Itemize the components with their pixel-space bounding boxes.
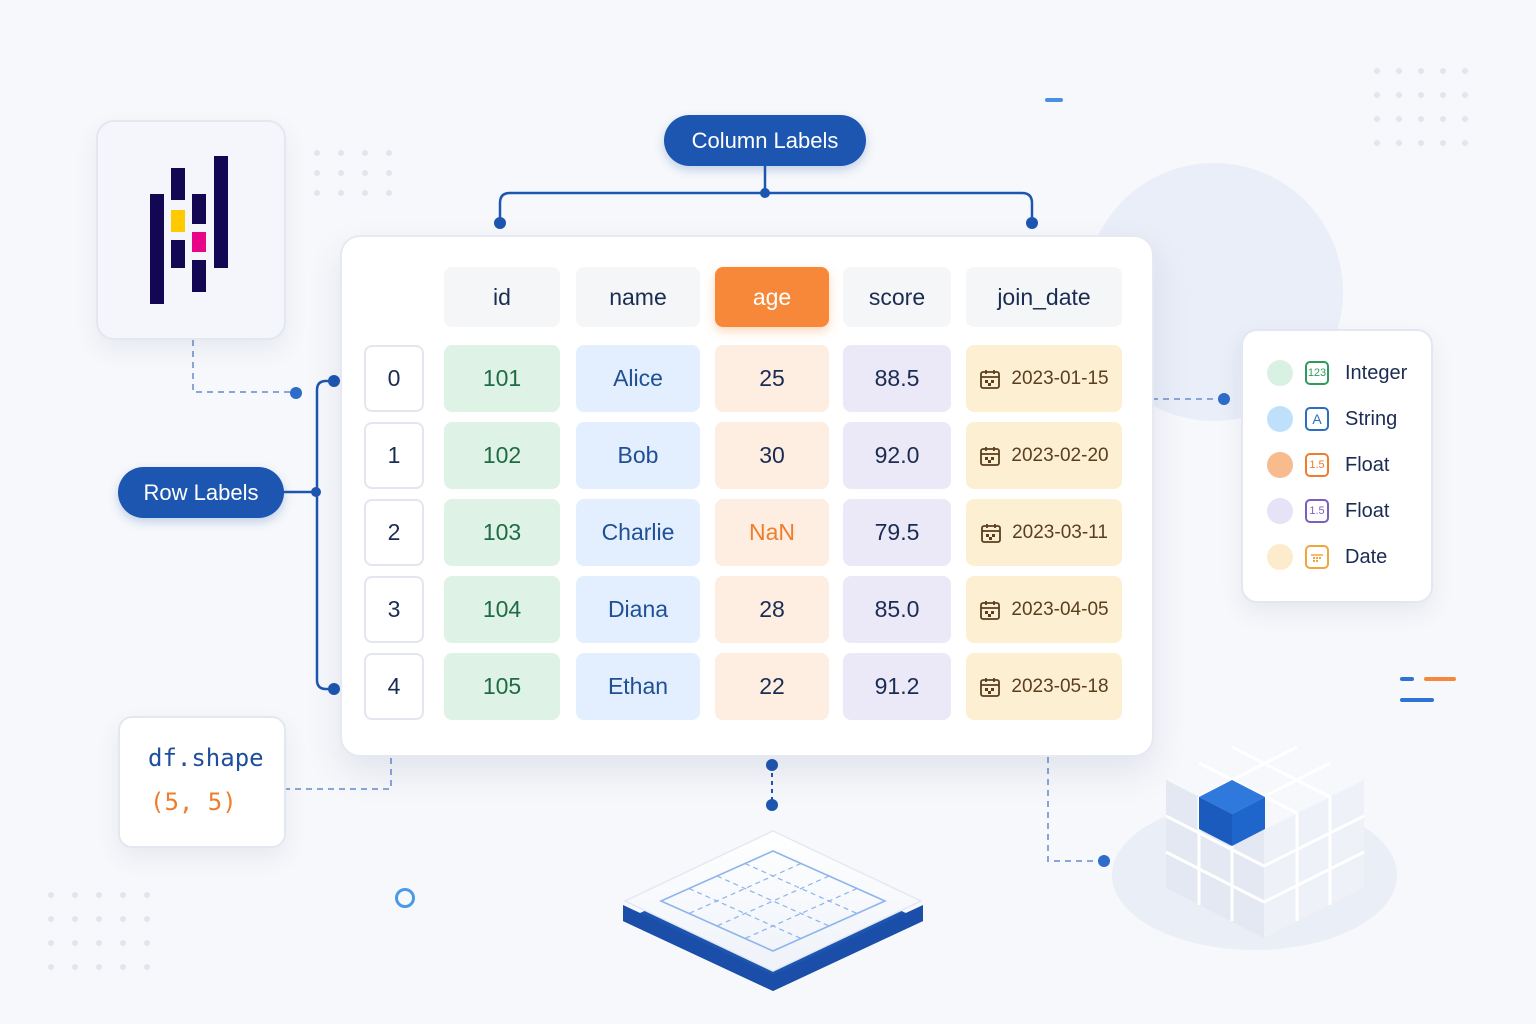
legend-color-dot xyxy=(1267,544,1293,570)
dot-grid-top-right xyxy=(1374,68,1468,146)
cell-name: Charlie xyxy=(576,499,700,566)
row-index-label: 4 xyxy=(364,653,424,720)
calendar-icon xyxy=(980,677,1001,697)
legend-label: String xyxy=(1345,407,1398,430)
cell-name: Ethan xyxy=(576,653,700,720)
cube-3d-illustration xyxy=(1165,730,1365,938)
cell-age: 25 xyxy=(715,345,829,412)
cell-join-date: 2023-04-05 xyxy=(966,576,1122,643)
legend-item: A String xyxy=(1267,404,1397,434)
logo-card xyxy=(96,120,286,340)
decor-dash-top xyxy=(1045,98,1063,102)
column-header-age: age xyxy=(715,267,829,327)
column-header-name: name xyxy=(576,267,700,327)
decor-dash-right-3 xyxy=(1400,698,1434,702)
integer-icon: 123 xyxy=(1305,361,1329,385)
calendar-icon xyxy=(1305,545,1329,569)
legend-label: Float xyxy=(1345,499,1390,522)
cell-join-date: 2023-01-15 xyxy=(966,345,1122,412)
row-labels-pill: Row Labels xyxy=(118,467,284,518)
column-header-id: id xyxy=(444,267,560,327)
cell-age: NaN xyxy=(715,499,829,566)
legend-color-dot xyxy=(1267,498,1293,524)
cell-age: 30 xyxy=(715,422,829,489)
legend-label: Integer xyxy=(1345,361,1408,384)
df-shape-card: df.shape (5, 5) xyxy=(118,716,286,848)
cell-score: 92.0 xyxy=(843,422,951,489)
row-index-label: 2 xyxy=(364,499,424,566)
legend-label: Float xyxy=(1345,453,1390,476)
calendar-icon xyxy=(980,446,1001,466)
shape-code: df.shape xyxy=(148,744,264,772)
cell-id: 104 xyxy=(444,576,560,643)
float-icon: 1.5 xyxy=(1305,499,1329,523)
cell-id: 102 xyxy=(444,422,560,489)
column-header-score: score xyxy=(843,267,951,327)
cell-score: 91.2 xyxy=(843,653,951,720)
cell-date-text: 2023-03-11 xyxy=(1012,521,1108,543)
cell-score: 79.5 xyxy=(843,499,951,566)
cell-age: 28 xyxy=(715,576,829,643)
dot-grid-bottom-left xyxy=(48,892,150,970)
calendar-icon xyxy=(980,600,1001,620)
column-labels-pill: Column Labels xyxy=(664,115,866,166)
cell-date-text: 2023-02-20 xyxy=(1011,444,1109,466)
cell-name: Bob xyxy=(576,422,700,489)
cell-date-text: 2023-01-15 xyxy=(1011,367,1109,389)
cell-name: Alice xyxy=(576,345,700,412)
legend-item: Date xyxy=(1267,542,1387,572)
legend-color-dot xyxy=(1267,360,1293,386)
cell-id: 101 xyxy=(444,345,560,412)
legend-color-dot xyxy=(1267,452,1293,478)
cell-id: 103 xyxy=(444,499,560,566)
cell-score: 85.0 xyxy=(843,576,951,643)
string-icon: A xyxy=(1305,407,1329,431)
cell-age: 22 xyxy=(715,653,829,720)
cell-join-date: 2023-03-11 xyxy=(966,499,1122,566)
legend-item: 1.5 Float xyxy=(1267,496,1389,526)
pandas-logo-icon xyxy=(150,156,228,304)
cell-date-text: 2023-05-18 xyxy=(1011,675,1109,697)
row-index-label: 0 xyxy=(364,345,424,412)
cell-id: 105 xyxy=(444,653,560,720)
cell-date-text: 2023-04-05 xyxy=(1011,598,1109,620)
row-index-label: 3 xyxy=(364,576,424,643)
cell-join-date: 2023-02-20 xyxy=(966,422,1122,489)
column-header-join-date: join_date xyxy=(966,267,1122,327)
cell-name: Diana xyxy=(576,576,700,643)
cell-score: 88.5 xyxy=(843,345,951,412)
cell-join-date: 2023-05-18 xyxy=(966,653,1122,720)
calendar-icon xyxy=(980,369,1001,389)
float-icon: 1.5 xyxy=(1305,453,1329,477)
legend-color-dot xyxy=(1267,406,1293,432)
dot-grid-logo xyxy=(314,150,392,196)
row-index-label: 1 xyxy=(364,422,424,489)
legend-label: Date xyxy=(1345,545,1388,568)
decor-dash-right-2 xyxy=(1424,677,1456,681)
shape-value: (5, 5) xyxy=(150,788,237,816)
decor-dash-right-1 xyxy=(1400,677,1414,681)
grid-platform-illustration xyxy=(623,830,923,991)
calendar-icon xyxy=(981,523,1002,543)
legend-item: 123 Integer xyxy=(1267,358,1407,388)
legend-item: 1.5 Float xyxy=(1267,450,1389,480)
decor-ring xyxy=(395,888,415,908)
